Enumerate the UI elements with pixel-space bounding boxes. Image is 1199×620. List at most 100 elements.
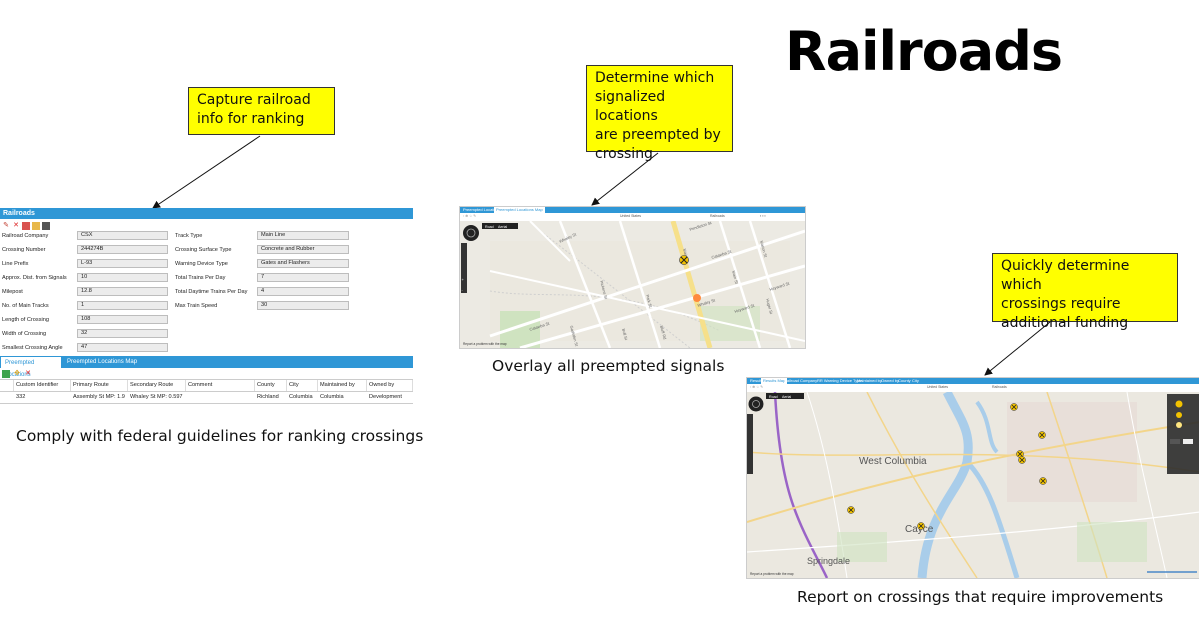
- map-type-aerial[interactable]: Aerial: [782, 395, 791, 399]
- map1-nav-control[interactable]: + -: [461, 225, 479, 293]
- grid-spacer: [0, 380, 14, 391]
- map2-tab-owned-by[interactable]: Owned by: [881, 378, 900, 383]
- map2-tab-county[interactable]: County: [898, 378, 911, 383]
- map2-tab-railroad-company[interactable]: Railroad Company: [784, 378, 818, 383]
- grid-spacer: [0, 392, 14, 403]
- grid-cell: Richland: [257, 394, 279, 400]
- field-track-type[interactable]: Main Line: [257, 231, 349, 240]
- grid-column-header[interactable]: Secondary Route: [128, 380, 186, 391]
- map2-tool-icons[interactable]: ▫ ⊕ ☆ ✎: [750, 385, 764, 389]
- field-line-prefix[interactable]: L-93: [77, 259, 168, 268]
- callout-line: info for ranking: [197, 111, 305, 127]
- callout-line: Capture railroad: [197, 92, 311, 108]
- callout-quickly: Quickly determine which crossings requir…: [992, 253, 1178, 331]
- folder-icon[interactable]: [32, 222, 40, 230]
- field-label: Length of Crossing: [2, 317, 49, 323]
- map1-region-select[interactable]: United States: [620, 214, 642, 218]
- grid-column-header[interactable]: Owned by: [367, 380, 413, 391]
- grid-column-header[interactable]: Comment: [186, 380, 255, 391]
- delete-icon[interactable]: ✕: [13, 222, 19, 229]
- map1-footer[interactable]: Report a problem with the map: [463, 342, 507, 346]
- grid-column-header[interactable]: Primary Route: [71, 380, 128, 391]
- field-label: Total Trains Per Day: [175, 275, 226, 281]
- railroad-crossing-marker[interactable]: [1038, 431, 1046, 439]
- map1-tab-map[interactable]: Preempted Locations Map: [494, 207, 545, 213]
- svg-text:-: -: [462, 287, 464, 292]
- map1-canvas[interactable]: Whaley St Catawba St Catawba St Whaley S…: [460, 221, 805, 348]
- railroad-crossing-marker[interactable]: [847, 506, 855, 514]
- map-type-road[interactable]: Road: [485, 225, 494, 229]
- callout-line: additional funding: [1001, 315, 1129, 331]
- callout-line: crossing: [595, 146, 653, 162]
- map1-type-switch[interactable]: [482, 223, 518, 229]
- grid-column-header[interactable]: Custom Identifier: [14, 380, 71, 391]
- railroad-crossing-marker[interactable]: [679, 255, 689, 265]
- field-warning-device[interactable]: Gates and Flashers: [257, 259, 349, 268]
- map2-nav-control[interactable]: [747, 396, 764, 475]
- field-daytime-trains[interactable]: 4: [257, 287, 349, 296]
- caption-overlay: Overlay all preempted signals: [492, 357, 725, 375]
- field-surface-type[interactable]: Concrete and Rubber: [257, 245, 349, 254]
- map2-tab-warning-device[interactable]: RR Warning Device Type: [817, 378, 862, 383]
- map2-tab-results-map[interactable]: Results Map: [761, 378, 788, 384]
- form-tabs-bar: Preempted Locations Preempted Locations …: [0, 356, 413, 378]
- field-label: Warning Device Type: [175, 261, 228, 267]
- field-label: No. of Main Tracks: [2, 303, 49, 309]
- street-label: Main St: [731, 270, 740, 285]
- delete-icon[interactable]: ✕: [25, 369, 31, 377]
- field-main-tracks[interactable]: 1: [77, 301, 168, 310]
- callout-line: signalized locations: [595, 89, 666, 124]
- move-icon[interactable]: ✥: [14, 369, 20, 377]
- map2-tab-city[interactable]: City: [912, 378, 919, 383]
- field-width-crossing[interactable]: 32: [77, 329, 168, 338]
- map1-layer-select[interactable]: Railroads: [710, 214, 725, 218]
- map2-canvas[interactable]: West Columbia Cayce Springdale: [747, 392, 1199, 578]
- railroad-crossing-marker[interactable]: [917, 522, 925, 530]
- map2-type-switch[interactable]: [766, 393, 804, 399]
- edit-icon[interactable]: ✎: [3, 222, 9, 229]
- tab-preempted-locations-map[interactable]: Preempted Locations Map: [67, 359, 138, 365]
- field-approx-dist-signals[interactable]: 10: [77, 273, 168, 282]
- field-max-speed[interactable]: 30: [257, 301, 349, 310]
- callout-capture: Capture railroad info for ranking: [188, 87, 335, 135]
- field-crossing-angle[interactable]: 47: [77, 343, 168, 352]
- add-icon[interactable]: [2, 369, 10, 378]
- grid-column-header[interactable]: Maintained by: [318, 380, 367, 391]
- map-type-aerial[interactable]: Aerial: [498, 225, 507, 229]
- street-label: Heyward St: [769, 281, 791, 292]
- field-milepost[interactable]: 12.8: [77, 287, 168, 296]
- street-label: Main St: [682, 248, 691, 263]
- grid-column-header[interactable]: City: [287, 380, 318, 391]
- railroad-crossing-marker[interactable]: [1010, 403, 1018, 411]
- map2-tab-maintained-by[interactable]: Maintained by: [857, 378, 882, 383]
- arrow-determine: [591, 152, 659, 206]
- field-length-crossing[interactable]: 108: [77, 315, 168, 324]
- grid-icon[interactable]: [42, 222, 50, 230]
- map1-tool-icons[interactable]: ▫ ⊕ ☆ ✎: [463, 214, 477, 218]
- map1-layer-icons[interactable]: ▪ ▪ ▪: [760, 214, 766, 218]
- map2-region-select[interactable]: United States: [927, 385, 949, 389]
- map2-footer[interactable]: Report a problem with the map: [750, 572, 794, 576]
- report-icon[interactable]: [22, 222, 30, 230]
- map-type-road[interactable]: Road: [769, 395, 778, 399]
- map2-right-panel[interactable]: [1167, 394, 1199, 474]
- callout-line: are preempted by: [595, 127, 721, 143]
- place-label: Cayce: [905, 524, 934, 535]
- preempted-signal-marker[interactable]: [693, 294, 701, 302]
- street-label: Park St: [645, 294, 653, 309]
- table-row[interactable]: 332 Assembly St MP: 1.9 Whaley St MP: 0.…: [0, 392, 413, 404]
- map2-tab-results[interactable]: Results: [750, 378, 764, 383]
- tab-preempted-locations[interactable]: Preempted Locations: [0, 356, 62, 378]
- field-railroad-company[interactable]: CSX: [77, 231, 168, 240]
- railroad-crossing-marker[interactable]: [1018, 456, 1026, 464]
- grid-column-header[interactable]: County: [255, 380, 287, 391]
- street-label: Catawba St: [711, 249, 733, 260]
- field-trains-per-day[interactable]: 7: [257, 273, 349, 282]
- map2-layer-select[interactable]: Railroads: [992, 385, 1007, 389]
- railroad-crossing-marker[interactable]: [1039, 477, 1047, 485]
- field-crossing-number[interactable]: 244274B: [77, 245, 168, 254]
- field-label: Crossing Number: [2, 247, 46, 253]
- arrow-capture: [152, 135, 261, 209]
- map1-tab-locations[interactable]: Preempted Locations: [463, 207, 501, 212]
